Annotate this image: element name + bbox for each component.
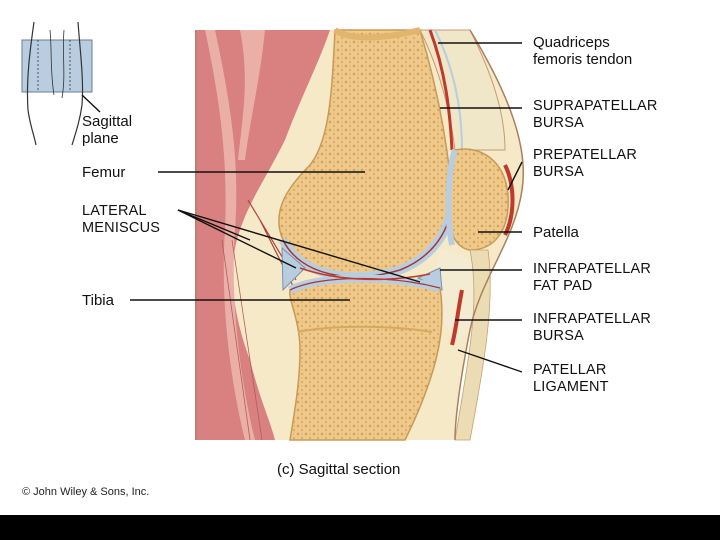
label-infrapatellar-bursa: INFRAPATELLAR BURSA — [533, 311, 652, 344]
diagram-stage: Quadriceps femoris tendon SUPRAPATELLAR … — [0, 0, 720, 515]
sagittal-plane-inset — [21, 21, 93, 146]
copyright-notice: © John Wiley & Sons, Inc. — [22, 486, 150, 498]
label-prepatellar-bursa: PREPATELLAR BURSA — [533, 147, 638, 180]
figure-caption: (c) Sagittal section — [277, 461, 401, 478]
label-femur: Femur — [82, 164, 126, 181]
knee-section — [195, 27, 524, 441]
label-quadriceps-femoris-tendon: Quadriceps femoris tendon — [533, 34, 633, 68]
label-infrapatellar-fat-pad: INFRAPATELLAR FAT PAD — [533, 261, 652, 294]
label-patella: Patella — [533, 224, 579, 241]
knee-sagittal-illustration — [21, 21, 524, 441]
label-lateral-meniscus: LATERAL MENISCUS — [82, 203, 161, 236]
label-patellar-ligament: PATELLAR LIGAMENT — [533, 362, 609, 395]
label-sagittal-plane: Sagittal plane — [82, 113, 133, 147]
leader-lines — [81, 42, 523, 373]
label-tibia: Tibia — [82, 292, 114, 309]
label-suprapatellar-bursa: SUPRAPATELLAR BURSA — [533, 98, 658, 131]
